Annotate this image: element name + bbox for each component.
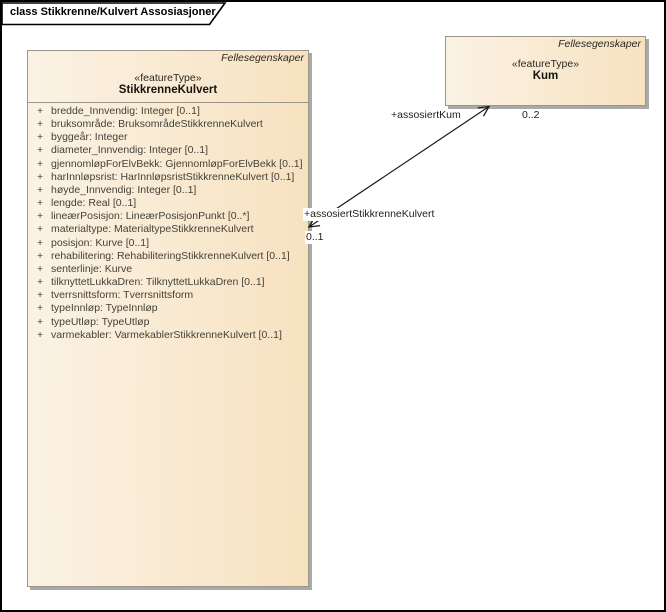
attributes-compartment: + bredde_Innvendig: Integer [0..1] + bru… [28, 103, 308, 342]
attribute-visibility: + [37, 131, 44, 144]
attribute-text: posisjon: Kurve [0..1] [51, 236, 150, 249]
attribute-visibility: + [37, 197, 44, 210]
attribute-visibility: + [37, 105, 44, 117]
attribute-visibility: + [37, 223, 44, 236]
frame-title: class Stikkrenne/Kulvert Assosiasjoner [10, 6, 216, 18]
attribute-visibility: + [37, 315, 44, 328]
attribute-visibility: + [37, 210, 44, 223]
attribute-row[interactable]: + posisjon: Kurve [0..1] [28, 237, 308, 250]
attribute-text: typeUtløp: TypeUtløp [51, 315, 150, 328]
attribute-visibility: + [37, 157, 44, 170]
attribute-visibility: + [37, 302, 44, 315]
attribute-text: senterlinje: Kurve [51, 262, 133, 275]
attribute-row[interactable]: + varmekabler: VarmekablerStikkrenneKulv… [28, 329, 308, 342]
attribute-visibility: + [37, 170, 44, 183]
attribute-text: lineærPosisjon: LineærPosisjonPunkt [0..… [51, 210, 250, 223]
attribute-row[interactable]: + lengde: Real [0..1] [28, 197, 308, 210]
attribute-row[interactable]: + rehabilitering: RehabiliteringStikkren… [28, 250, 308, 263]
attribute-text: bredde_Innvendig: Integer [0..1] [51, 105, 200, 117]
attribute-row[interactable]: + gjennomløpForElvBekk: GjennomløpForElv… [28, 158, 308, 171]
attribute-text: høyde_Innvendig: Integer [0..1] [51, 183, 197, 196]
attribute-text: bruksområde: BruksområdeStikkrenneKulver… [51, 118, 263, 131]
attribute-row[interactable]: + materialtype: MaterialtypeStikkrenneKu… [28, 223, 308, 236]
stereotype-label: «featureType» [511, 58, 580, 70]
package-name: Fellesegenskaper [221, 52, 304, 64]
attribute-text: gjennomløpForElvBekk: GjennomløpForElvBe… [51, 157, 303, 170]
attribute-row[interactable]: + senterlinje: Kurve [28, 263, 308, 276]
attribute-visibility: + [37, 236, 44, 249]
association-multiplicity-kum[interactable]: 0..2 [521, 109, 541, 122]
association-multiplicity-stikkrennekulvert[interactable]: 0..1 [305, 231, 325, 244]
association-role-stikkrennekulvert[interactable]: +assosiertStikkrenneKulvert [303, 208, 436, 221]
association-role-kum[interactable]: +assosiertKum [390, 109, 462, 122]
attribute-row[interactable]: + tilknyttetLukkaDren: TilknyttetLukkaDr… [28, 276, 308, 289]
class-box-stikkrennekulvert[interactable]: Fellesegenskaper «featureType» Stikkrenn… [27, 50, 309, 587]
class-header: Fellesegenskaper «featureType» Kum [446, 37, 645, 105]
attribute-row[interactable]: + diameter_Innvendig: Integer [0..1] [28, 144, 308, 157]
attribute-text: varmekabler: VarmekablerStikkrenneKulver… [51, 328, 282, 341]
frame-title-tab-shape [2, 2, 227, 26]
attribute-text: lengde: Real [0..1] [51, 197, 137, 210]
class-name: StikkrenneKulvert [118, 84, 218, 96]
attribute-visibility: + [37, 289, 44, 302]
attribute-visibility: + [37, 183, 44, 196]
attribute-row[interactable]: + lineærPosisjon: LineærPosisjonPunkt [0… [28, 210, 308, 223]
attribute-text: rehabilitering: RehabiliteringStikkrenne… [51, 249, 290, 262]
attribute-visibility: + [37, 144, 44, 157]
attribute-text: tverrsnittsform: Tverrsnittsform [51, 289, 194, 302]
attribute-visibility: + [37, 249, 44, 262]
class-box-kum[interactable]: Fellesegenskaper «featureType» Kum [445, 36, 646, 106]
attribute-row[interactable]: + typeUtløp: TypeUtløp [28, 316, 308, 329]
attribute-visibility: + [37, 118, 44, 131]
class-name: Kum [532, 70, 559, 82]
attribute-row[interactable]: + bredde_Innvendig: Integer [0..1] [28, 105, 308, 118]
package-name: Fellesegenskaper [558, 38, 641, 50]
attribute-text: harInnløpsrist: HarInnløpsristStikkrenne… [51, 170, 295, 183]
attribute-text: tilknyttetLukkaDren: TilknyttetLukkaDren… [51, 276, 265, 289]
attribute-row[interactable]: + byggeår: Integer [28, 131, 308, 144]
class-header: Fellesegenskaper «featureType» Stikkrenn… [28, 51, 308, 103]
attribute-row[interactable]: + bruksområde: BruksområdeStikkrenneKulv… [28, 118, 308, 131]
attribute-row[interactable]: + harInnløpsrist: HarInnløpsristStikkren… [28, 171, 308, 184]
attribute-text: typeInnløp: TypeInnløp [51, 302, 158, 315]
stereotype-label: «featureType» [134, 72, 202, 84]
attribute-visibility: + [37, 262, 44, 275]
attribute-visibility: + [37, 328, 44, 341]
attribute-text: materialtype: MaterialtypeStikkrenneKulv… [51, 223, 254, 236]
attribute-text: diameter_Innvendig: Integer [0..1] [51, 144, 209, 157]
attribute-row[interactable]: + typeInnløp: TypeInnløp [28, 302, 308, 315]
attribute-row[interactable]: + høyde_Innvendig: Integer [0..1] [28, 184, 308, 197]
attribute-visibility: + [37, 276, 44, 289]
attribute-text: byggeår: Integer [51, 131, 128, 144]
attribute-row[interactable]: + tverrsnittsform: Tverrsnittsform [28, 289, 308, 302]
